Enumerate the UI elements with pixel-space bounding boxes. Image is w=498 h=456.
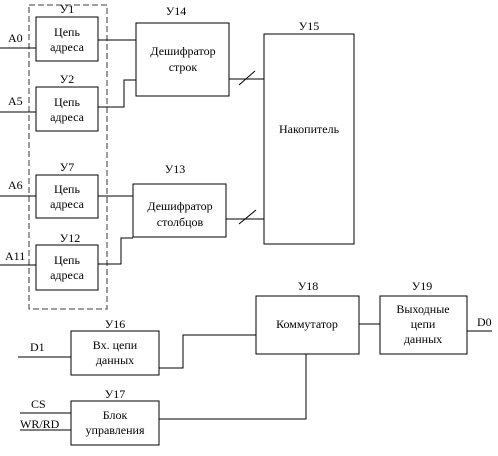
block-u7-label: У7 [60, 160, 75, 174]
block-u13-box [132, 183, 227, 238]
block-u1-box [35, 16, 99, 62]
bus-slash-rows [238, 70, 256, 86]
block-u17-line2: управления [86, 423, 145, 437]
wire-u16-u18 [159, 334, 256, 369]
block-u17-box [70, 400, 160, 446]
block-u12: У12 Цепь адреса [35, 231, 99, 291]
block-u14-line2: строк [169, 60, 198, 74]
block-u1-line2: адреса [50, 40, 85, 54]
block-u14-box [135, 22, 230, 97]
block-u12-box [35, 244, 99, 291]
block-u14-line1: Дешифратор [150, 44, 215, 58]
block-u2: У2 Цепь адреса [35, 72, 99, 132]
block-u16-box [70, 330, 160, 376]
block-u12-line2: адреса [50, 268, 85, 282]
block-u7-line1: Цепь [54, 182, 80, 196]
block-u17-line1: Блок [103, 408, 128, 422]
block-u13-line1: Дешифратор [147, 199, 212, 213]
signal-labels: A0 A5 A6 A11 D1 D0 CS WR/RD [5, 31, 492, 431]
wire-u17-u18 [159, 354, 307, 420]
signal-d1: D1 [30, 340, 45, 354]
block-u19-line1: Выходные [396, 302, 449, 316]
signal-cs: CS [31, 397, 46, 411]
block-u15-box [263, 33, 355, 245]
connections [0, 39, 492, 431]
wire-u12-u13 [98, 237, 133, 265]
block-u17-label: У17 [105, 387, 126, 401]
signal-a0: A0 [8, 31, 23, 45]
signal-d0: D0 [477, 315, 492, 329]
signal-wrrd: WR/RD [20, 417, 60, 431]
block-u19-line3: данных [404, 332, 442, 346]
block-u18-box [255, 295, 360, 355]
block-u2-line2: адреса [50, 110, 85, 124]
block-u19: У19 Выходные цепи данных [379, 279, 468, 355]
block-u1: У1 Цепь адреса [35, 2, 99, 62]
signal-a6: A6 [8, 178, 23, 192]
block-u18-label: У18 [298, 279, 319, 293]
block-u1-line1: Цепь [54, 25, 80, 39]
wire-u2-u14 [98, 79, 136, 108]
block-u19-label: У19 [412, 279, 433, 293]
block-u2-label: У2 [60, 72, 75, 86]
block-u15: У15 Накопитель [263, 19, 355, 245]
block-u17: У17 Блок управления [70, 387, 160, 446]
block-u16-label: У16 [105, 317, 126, 331]
block-u16-line2: данных [96, 353, 134, 367]
block-u19-line2: цепи [411, 317, 436, 331]
block-u18-text: Коммутатор [276, 317, 338, 331]
block-u14-label: У14 [166, 4, 187, 18]
block-u19-box [379, 295, 468, 355]
block-u13: У13 Дешифратор столбцов [132, 162, 227, 238]
block-u15-text: Накопитель [279, 122, 340, 136]
block-u12-label: У12 [60, 231, 81, 245]
bus-slash-cols [238, 209, 257, 225]
block-u13-line2: столбцов [157, 215, 204, 229]
block-u7-line2: адреса [50, 197, 85, 211]
block-u1-label: У1 [60, 2, 75, 16]
signal-a5: A5 [8, 94, 23, 108]
block-u7: У7 Цепь адреса [35, 160, 99, 219]
block-u2-box [35, 86, 99, 132]
block-u18: У18 Коммутатор [255, 279, 360, 355]
block-u15-label: У15 [299, 19, 320, 33]
signal-a11: A11 [5, 249, 25, 263]
block-u2-line1: Цепь [54, 95, 80, 109]
block-u14: У14 Дешифратор строк [135, 4, 230, 97]
block-u16: У16 Вх. цепи данных [70, 317, 160, 376]
block-u12-line1: Цепь [54, 253, 80, 267]
block-u13-label: У13 [165, 162, 186, 176]
address-group-frame [28, 4, 108, 310]
block-u16-line1: Вх. цепи [93, 338, 138, 352]
